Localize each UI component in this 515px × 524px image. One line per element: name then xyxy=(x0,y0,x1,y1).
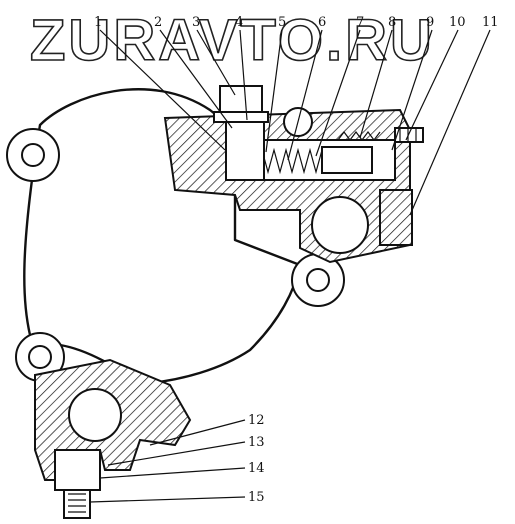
leader-1 xyxy=(99,29,226,151)
leader-7 xyxy=(315,29,361,157)
callout-14: 14 xyxy=(248,461,265,476)
callout-15: 15 xyxy=(248,490,265,505)
leader-13 xyxy=(107,441,246,466)
leader-14 xyxy=(99,467,246,479)
leader-3 xyxy=(196,29,236,96)
leader-9 xyxy=(391,29,433,151)
callout-10: 10 xyxy=(449,15,466,30)
leader-2 xyxy=(159,29,233,129)
end-cap xyxy=(379,189,413,246)
callout-9: 9 xyxy=(426,15,434,30)
callout-5: 5 xyxy=(278,15,286,30)
callout-12: 12 xyxy=(248,413,265,428)
callout-3: 3 xyxy=(192,15,200,30)
leader-10 xyxy=(405,29,459,141)
right-port xyxy=(311,196,369,254)
leader-11 xyxy=(409,29,491,216)
callout-6: 6 xyxy=(318,15,326,30)
housing-outline xyxy=(23,88,302,385)
inlet-port xyxy=(68,388,122,442)
callout-4: 4 xyxy=(235,15,243,30)
callout-11: 11 xyxy=(482,15,499,30)
leader-5 xyxy=(265,29,283,153)
valve-seat xyxy=(225,121,265,181)
leader-15 xyxy=(89,496,246,503)
watermark-text: ZURAVTO.RU xyxy=(30,8,435,73)
bottom-mounting-hole xyxy=(28,345,52,369)
valve-body-section xyxy=(163,108,411,264)
callout-13: 13 xyxy=(248,435,265,450)
spring xyxy=(261,147,323,175)
leader-4 xyxy=(239,29,248,121)
inlet-fitting xyxy=(54,449,101,491)
cap-nut-washer xyxy=(213,111,269,123)
callout-2: 2 xyxy=(154,15,162,30)
left-mounting-hole xyxy=(21,143,45,167)
leader-6 xyxy=(287,29,323,161)
leader-12 xyxy=(149,419,246,446)
inlet-bolt xyxy=(63,489,91,519)
callout-8: 8 xyxy=(388,15,396,30)
callout-7: 7 xyxy=(356,15,364,30)
plunger xyxy=(321,146,373,174)
callout-1: 1 xyxy=(94,15,102,30)
cap-nut xyxy=(219,85,263,115)
right-mounting-hole xyxy=(306,268,330,292)
adjust-spring xyxy=(337,131,381,141)
leader-8 xyxy=(359,29,393,139)
